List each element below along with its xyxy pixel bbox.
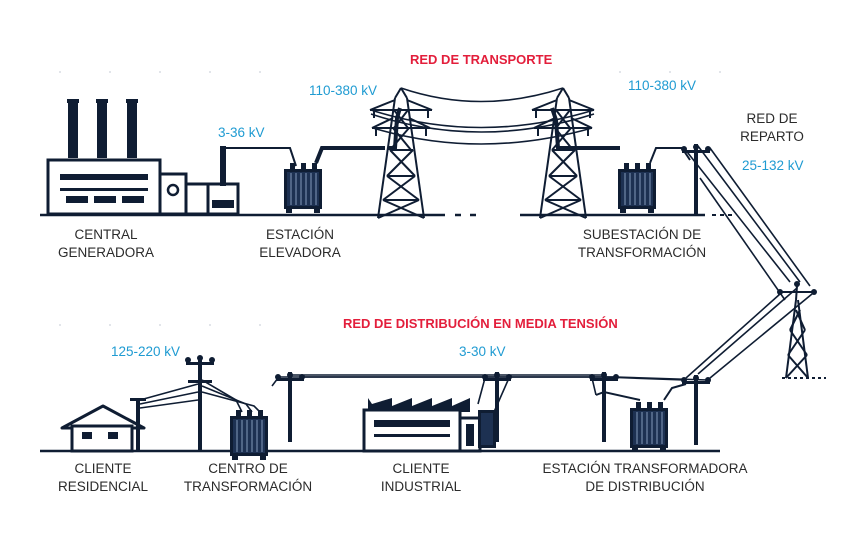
- reparto-line: [683, 145, 811, 301]
- factory-icon: [46, 99, 240, 216]
- voltage-generation: 3-36 kV: [218, 125, 265, 140]
- background-dots: [59, 71, 721, 326]
- house-icon: [60, 404, 146, 453]
- pole-icon: [275, 372, 305, 442]
- transformer-icon: [283, 146, 385, 214]
- transformer-icon: [595, 383, 687, 453]
- pole-icon: [185, 355, 215, 452]
- reparto-line-down: [685, 287, 813, 379]
- voltage-residential: 125-220 kV: [111, 344, 181, 359]
- pylon-icon: [777, 281, 826, 379]
- transport-line: [370, 87, 595, 145]
- industry-icon: [362, 398, 482, 453]
- pylon-icon: [369, 87, 433, 219]
- voltage-transport-left: 110-380 kV: [309, 83, 378, 98]
- pole-icon: [681, 144, 711, 215]
- voltage-transport-right: 110-380 kV: [628, 78, 697, 93]
- pylon-icon: [531, 87, 620, 219]
- generation-line: [223, 147, 297, 167]
- pole-icon: [681, 375, 711, 445]
- pole-icon: [130, 398, 146, 452]
- low-voltage-line: [139, 379, 261, 413]
- transformer-icon: [229, 409, 269, 461]
- transformer-icon: [478, 410, 496, 448]
- heading-transport: RED DE TRANSPORTE: [410, 52, 553, 67]
- transformer-icon: [617, 147, 691, 214]
- heading-distribution: RED DE DISTRIBUCIÓN EN MEDIA TENSIÓN: [343, 316, 618, 331]
- voltage-distribution: 3-30 kV: [459, 344, 506, 359]
- voltage-reparto: 25-132 kV: [742, 158, 804, 173]
- distribution-line: [271, 374, 709, 413]
